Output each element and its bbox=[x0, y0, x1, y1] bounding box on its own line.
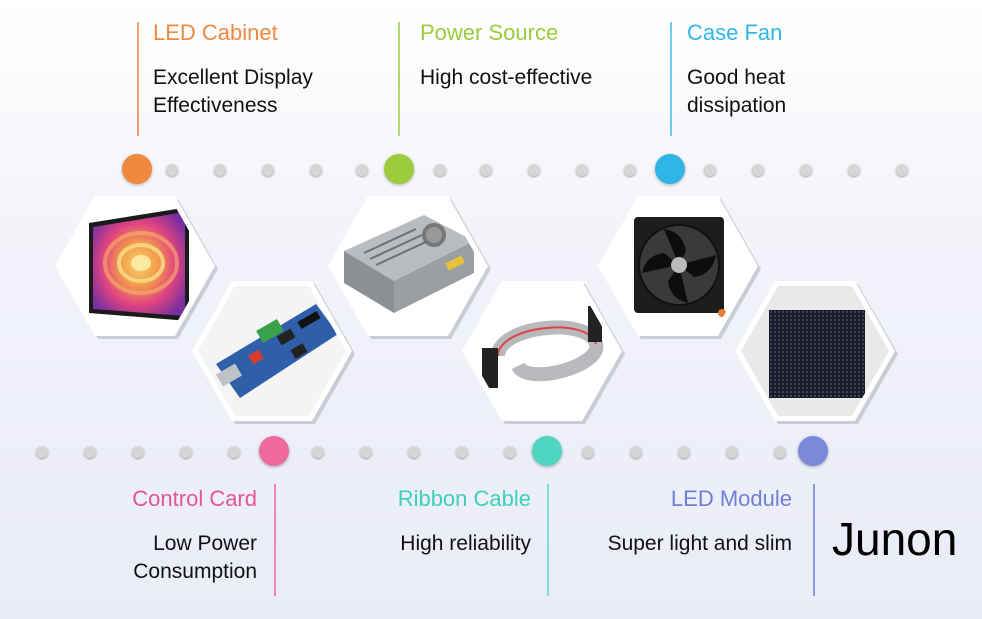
power-source-photo-icon bbox=[334, 201, 482, 331]
timeline-dot bbox=[726, 446, 738, 458]
ribbon-cable-photo-icon bbox=[468, 286, 616, 416]
timeline-dot bbox=[360, 446, 372, 458]
ribbon-cable-line bbox=[547, 484, 549, 596]
timeline-dot bbox=[576, 164, 588, 176]
control-card-line bbox=[274, 484, 276, 596]
control-card-photo-icon bbox=[198, 286, 346, 416]
control-card-marker bbox=[259, 436, 289, 466]
led-cabinet-line bbox=[137, 22, 139, 136]
brand-logo-text: Junon bbox=[832, 513, 958, 565]
timeline-dot bbox=[678, 446, 690, 458]
case-fan-title: Case Fan bbox=[687, 20, 783, 45]
case-fan-marker bbox=[655, 154, 685, 184]
timeline-dot bbox=[456, 446, 468, 458]
led-module-marker bbox=[798, 436, 828, 466]
timeline-dot bbox=[166, 164, 178, 176]
timeline-dot bbox=[36, 446, 48, 458]
timeline-dot bbox=[180, 446, 192, 458]
timeline-dot bbox=[848, 164, 860, 176]
timeline-dot bbox=[408, 446, 420, 458]
case-fan-line bbox=[670, 22, 672, 136]
ribbon-cable-marker bbox=[532, 436, 562, 466]
case-fan-hex bbox=[598, 196, 758, 336]
power-source-marker bbox=[384, 154, 414, 184]
timeline-dot bbox=[624, 164, 636, 176]
timeline-dot bbox=[228, 446, 240, 458]
timeline-dot bbox=[310, 164, 322, 176]
ribbon-cable-desc: High reliability bbox=[400, 532, 531, 555]
control-card-title: Control Card bbox=[132, 486, 257, 511]
timeline-dot bbox=[704, 164, 716, 176]
timeline-dot bbox=[480, 164, 492, 176]
timeline-dot bbox=[528, 164, 540, 176]
timeline-dot bbox=[504, 446, 516, 458]
led-cabinet-hex bbox=[55, 196, 215, 336]
power-source-line bbox=[398, 22, 400, 136]
led-module-line bbox=[813, 484, 815, 596]
case-fan-photo-icon bbox=[604, 201, 752, 331]
timeline-dot bbox=[262, 164, 274, 176]
timeline-dot bbox=[582, 446, 594, 458]
timeline-dot bbox=[752, 164, 764, 176]
led-cabinet-marker bbox=[122, 154, 152, 184]
timeline-dot bbox=[312, 446, 324, 458]
power-source-title: Power Source bbox=[420, 20, 559, 45]
timeline-dot bbox=[214, 164, 226, 176]
led-module-hex bbox=[735, 281, 895, 421]
ribbon-cable-title: Ribbon Cable bbox=[397, 486, 531, 511]
led-module-photo-icon bbox=[741, 286, 889, 416]
power-source-desc: High cost-effective bbox=[420, 66, 593, 89]
control-card-hex bbox=[192, 281, 352, 421]
timeline-dot bbox=[434, 164, 446, 176]
ribbon-cable-hex bbox=[462, 281, 622, 421]
timeline-dot bbox=[630, 446, 642, 458]
timeline-dot bbox=[356, 164, 368, 176]
timeline-dot bbox=[800, 164, 812, 176]
timeline-dot bbox=[896, 164, 908, 176]
timeline-dot bbox=[774, 446, 786, 458]
led-cabinet-title: LED Cabinet bbox=[153, 20, 278, 45]
led-module-title: LED Module bbox=[670, 486, 792, 511]
led-module-desc: Super light and slim bbox=[607, 532, 792, 555]
led-cabinet-photo-icon bbox=[61, 201, 209, 331]
timeline-dot bbox=[84, 446, 96, 458]
timeline-dot bbox=[132, 446, 144, 458]
